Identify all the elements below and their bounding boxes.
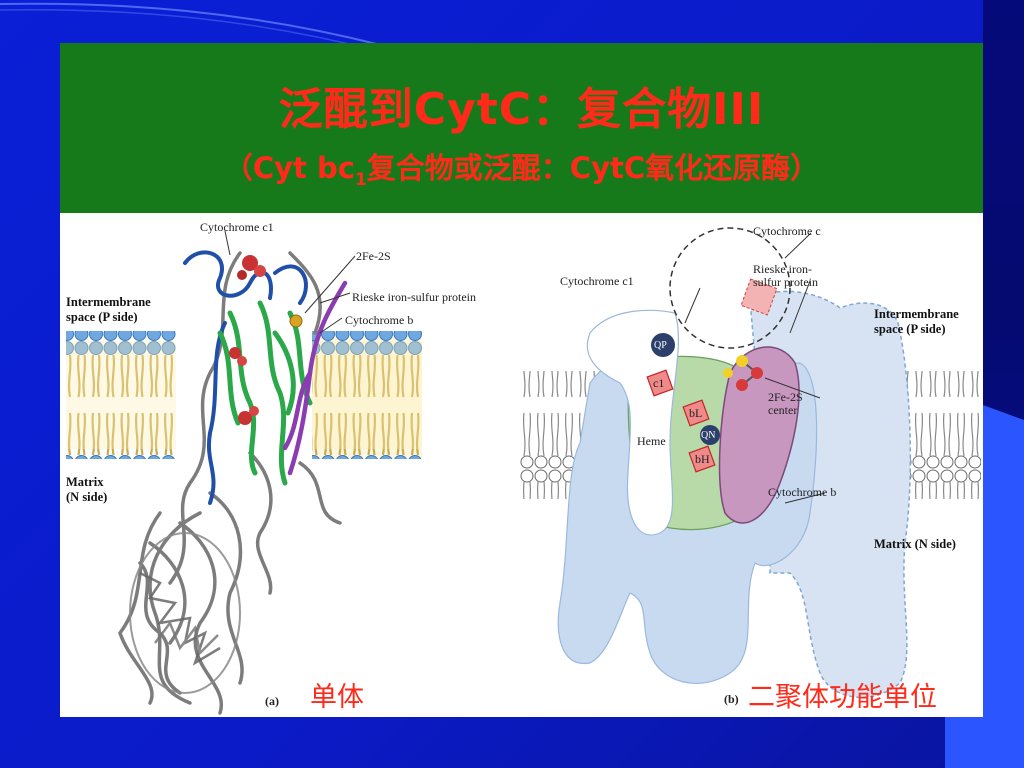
label-a-rieske: Rieske iron-sulfur protein	[352, 290, 476, 304]
slide-subtitle: （Cyt bc1复合物或泛醌：CytC氧化还原酶）	[60, 145, 983, 190]
label-b-qn: QN	[701, 430, 716, 441]
fe2s-cluster	[289, 314, 303, 328]
panel-b-caption: 二聚体功能单位	[748, 682, 937, 713]
title-band: 泛醌到CytC：复合物III （Cyt bc1复合物或泛醌：CytC氧化还原酶）	[60, 43, 983, 213]
label-b-rieske: Rieske iron- sulfur protein	[753, 263, 818, 289]
label-b-cytochrome-c1: Cytochrome c1	[560, 274, 634, 288]
label-b-bh: bH	[695, 452, 710, 466]
label-b-c1: c1	[653, 376, 665, 390]
panel-b-schematic	[520, 227, 981, 699]
label-b-qp: QP	[654, 340, 667, 351]
rieske-shape	[718, 346, 800, 524]
heme-groups	[229, 255, 266, 425]
panel-b-label: (b)	[724, 692, 739, 706]
subtitle-subscript: 1	[354, 169, 367, 190]
label-b-bl: bL	[689, 406, 703, 420]
subtitle-suffix: 复合物或泛醌：CytC氧化还原酶）	[366, 151, 820, 185]
label-b-intermembrane-line2: space (P side)	[874, 322, 946, 336]
label-b-2fe2s: 2Fe-2S center	[768, 391, 803, 417]
label-a-cytochrome-b: Cytochrome b	[345, 313, 414, 327]
qn-site	[700, 425, 720, 445]
slide-title: 泛醌到CytC：复合物III	[278, 84, 765, 135]
label-a-matrix-line1: Matrix	[66, 475, 104, 489]
membrane-left	[66, 331, 176, 459]
subtitle-prefix: （Cyt bc	[223, 151, 355, 185]
qp-site	[651, 333, 675, 357]
label-b-intermembrane: Intermembrane space (P side)	[874, 307, 959, 337]
label-b-heme: Heme	[637, 434, 666, 448]
fe2s-center	[723, 355, 763, 391]
label-a-intermembrane-line1: Intermembrane	[66, 295, 151, 309]
label-b-cytochrome-c: Cytochrome c	[753, 224, 821, 238]
label-b-intermembrane-line1: Intermembrane	[874, 307, 959, 321]
label-a-matrix: Matrix (N side)	[66, 475, 107, 505]
label-b-rieske-line2: sulfur protein	[753, 275, 818, 289]
heme-diamonds	[646, 369, 716, 473]
protein-ribbon-grey	[118, 251, 342, 715]
label-a-intermembrane: Intermembrane space (P side)	[66, 295, 151, 325]
panel-a-caption: 单体	[310, 682, 364, 713]
rieske-protein-ribbon	[282, 280, 348, 476]
label-b-cytochrome-b: Cytochrome b	[768, 485, 837, 499]
complex-iii-figure: Cytochrome c1 2Fe-2S Rieske iron-sulfur …	[60, 213, 983, 717]
cytochrome-c-dashed	[669, 227, 791, 349]
label-b-matrix: Matrix (N side)	[874, 537, 956, 551]
protein-core-grey-mass	[129, 532, 241, 694]
label-a-cytochrome-c1: Cytochrome c1	[200, 220, 274, 234]
cytochrome-c-heme	[740, 278, 778, 316]
slide-content: 泛醌到CytC：复合物III （Cyt bc1复合物或泛醌：CytC氧化还原酶）	[60, 43, 983, 717]
cytochrome-c1-ribbon	[183, 250, 308, 505]
label-a-matrix-line2: (N side)	[66, 490, 108, 504]
label-b-2fe2s-line1: 2Fe-2S	[768, 390, 803, 404]
label-b-rieske-line1: Rieske iron-	[753, 262, 812, 276]
label-b-2fe2s-line2: center	[768, 403, 798, 417]
label-a-intermembrane-line2: space (P side)	[66, 310, 138, 324]
panel-a-label: (a)	[265, 694, 279, 708]
label-a-2fe2s: 2Fe-2S	[356, 249, 391, 263]
panel-a-structure	[66, 230, 422, 715]
